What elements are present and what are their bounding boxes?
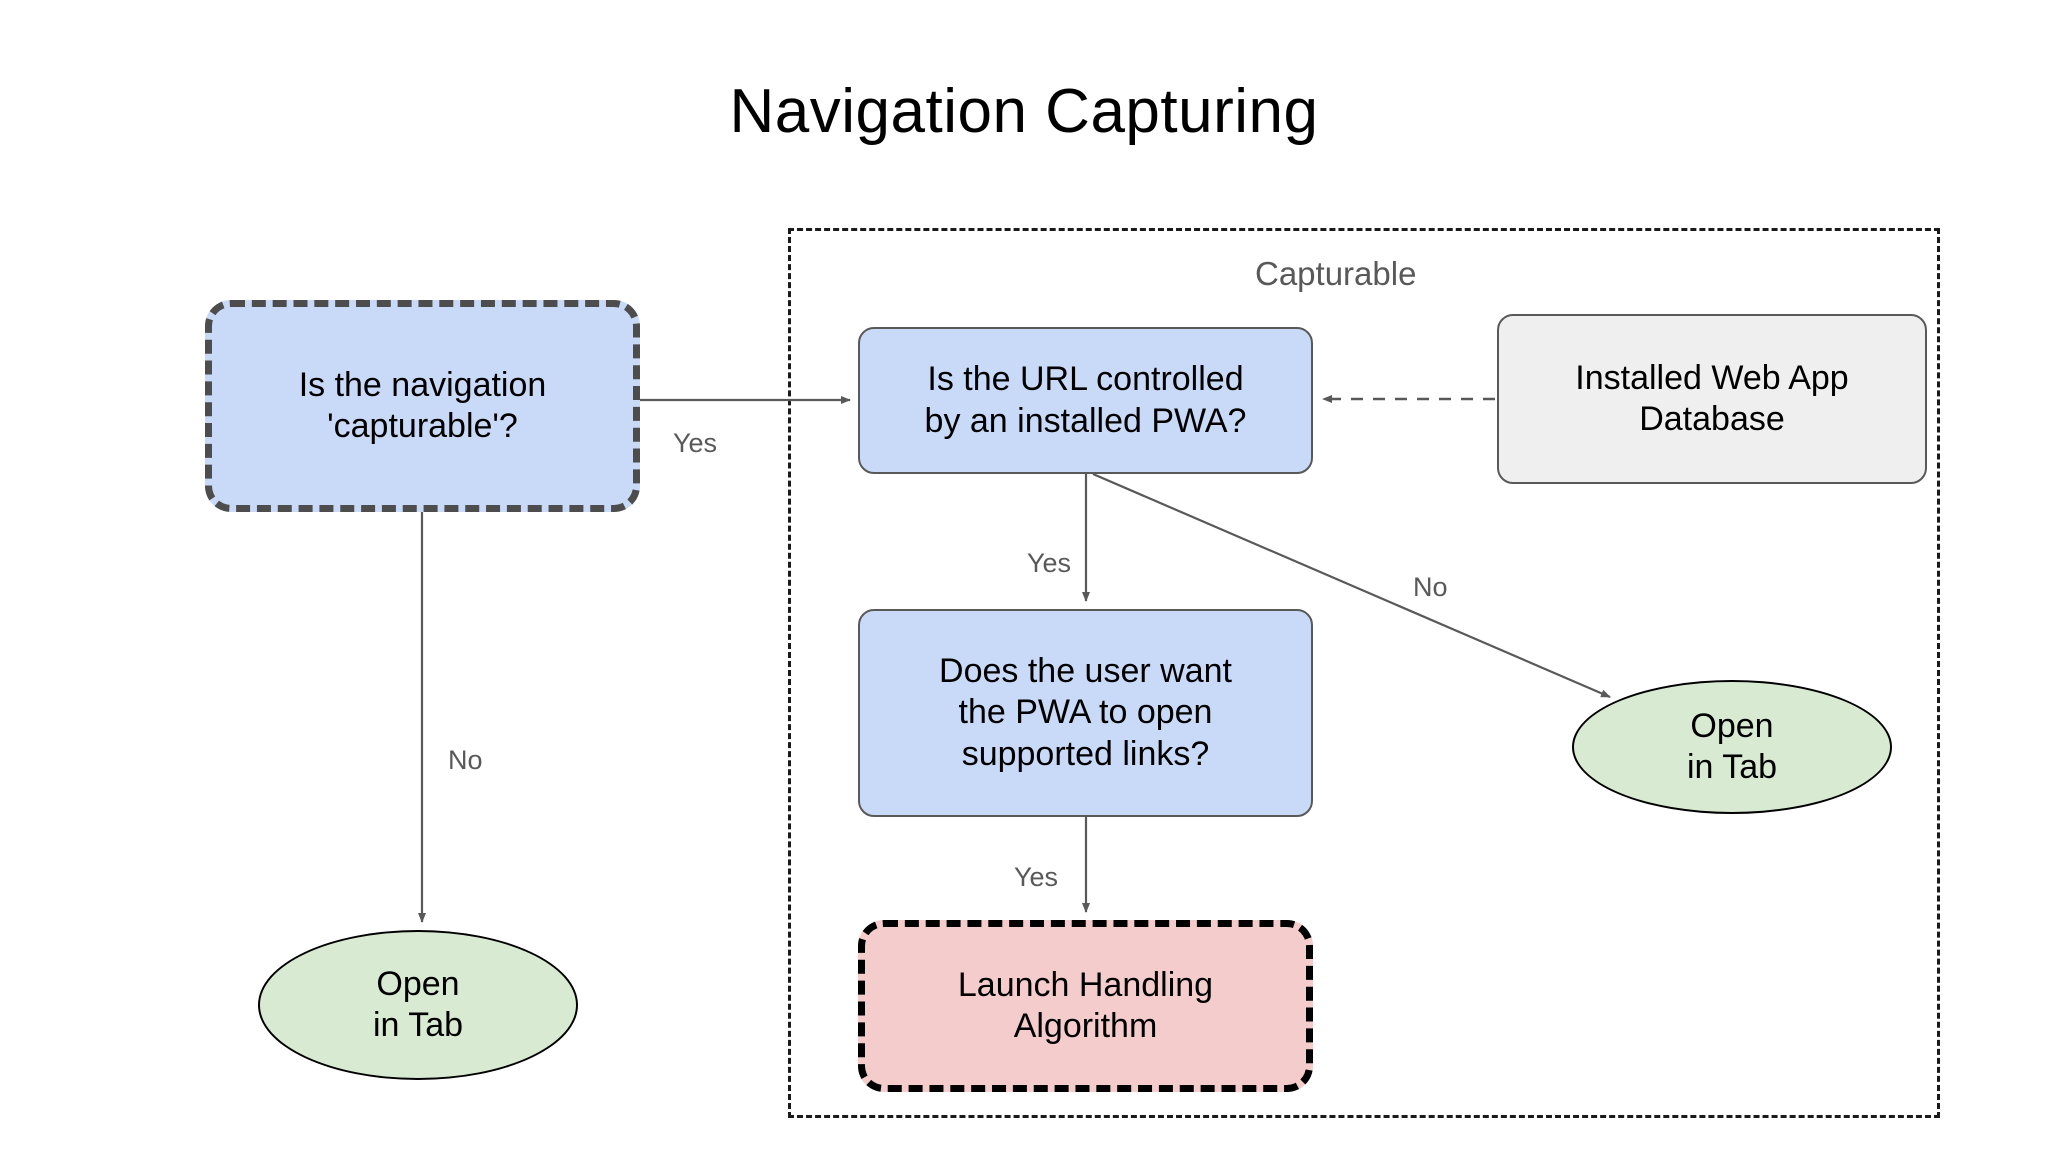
node-installed-web-app-database-text: Installed Web App Database xyxy=(1499,358,1925,441)
node-installed-web-app-database-line2: Database xyxy=(1639,400,1785,438)
node-launch-handling-algorithm-line1: Launch Handling xyxy=(957,965,1214,1004)
node-open-in-tab-left[interactable]: Open in Tab xyxy=(258,930,578,1080)
node-launch-handling-algorithm[interactable]: Launch Handling Algorithm xyxy=(858,920,1313,1092)
node-open-in-tab-left-text: Open in Tab xyxy=(260,964,576,1047)
capturable-group-label: Capturable xyxy=(1255,255,1417,292)
node-user-question[interactable]: Does the user want the PWA to open suppo… xyxy=(858,609,1313,817)
capturable-group-container xyxy=(788,228,1940,1118)
node-open-in-tab-right[interactable]: Open in Tab xyxy=(1572,680,1892,814)
node-installed-web-app-database-line1: Installed Web App xyxy=(1575,358,1849,397)
node-open-in-tab-right-line1: Open xyxy=(1690,706,1774,745)
node-capturable-question-line1: Is the navigation xyxy=(298,365,547,404)
node-url-question-line2: by an installed PWA? xyxy=(924,401,1247,440)
node-capturable-question-text: Is the navigation 'capturable'? xyxy=(212,365,633,448)
node-capturable-question[interactable]: Is the navigation 'capturable'? xyxy=(205,300,640,512)
node-open-in-tab-right-line2: in Tab xyxy=(1686,748,1778,786)
edge-label-capturable-no: No xyxy=(448,745,483,775)
node-user-question-text: Does the user want the PWA to open suppo… xyxy=(860,651,1311,775)
node-open-in-tab-left-line2: in Tab xyxy=(372,1006,464,1044)
node-open-in-tab-right-text: Open in Tab xyxy=(1574,706,1890,789)
edge-label-user-yes: Yes xyxy=(1014,862,1059,892)
node-installed-web-app-database[interactable]: Installed Web App Database xyxy=(1497,314,1927,484)
node-capturable-question-line2: 'capturable'? xyxy=(327,407,518,445)
node-url-question-line1: Is the URL controlled xyxy=(927,360,1244,399)
edge-label-url-yes: Yes xyxy=(1027,548,1072,578)
node-user-question-line3: supported links? xyxy=(961,734,1210,773)
node-url-question[interactable]: Is the URL controlled by an installed PW… xyxy=(858,327,1313,474)
node-open-in-tab-left-line1: Open xyxy=(376,964,460,1003)
edge-label-capturable-yes: Yes xyxy=(673,428,718,458)
node-launch-handling-algorithm-text: Launch Handling Algorithm xyxy=(865,965,1306,1048)
page-title: Navigation Capturing xyxy=(729,77,1319,146)
node-launch-handling-algorithm-line2: Algorithm xyxy=(1013,1007,1158,1045)
edge-label-url-no: No xyxy=(1413,572,1448,602)
node-url-question-text: Is the URL controlled by an installed PW… xyxy=(860,359,1311,442)
node-user-question-line2: the PWA to open xyxy=(958,693,1213,732)
node-user-question-line1: Does the user want xyxy=(939,651,1232,690)
